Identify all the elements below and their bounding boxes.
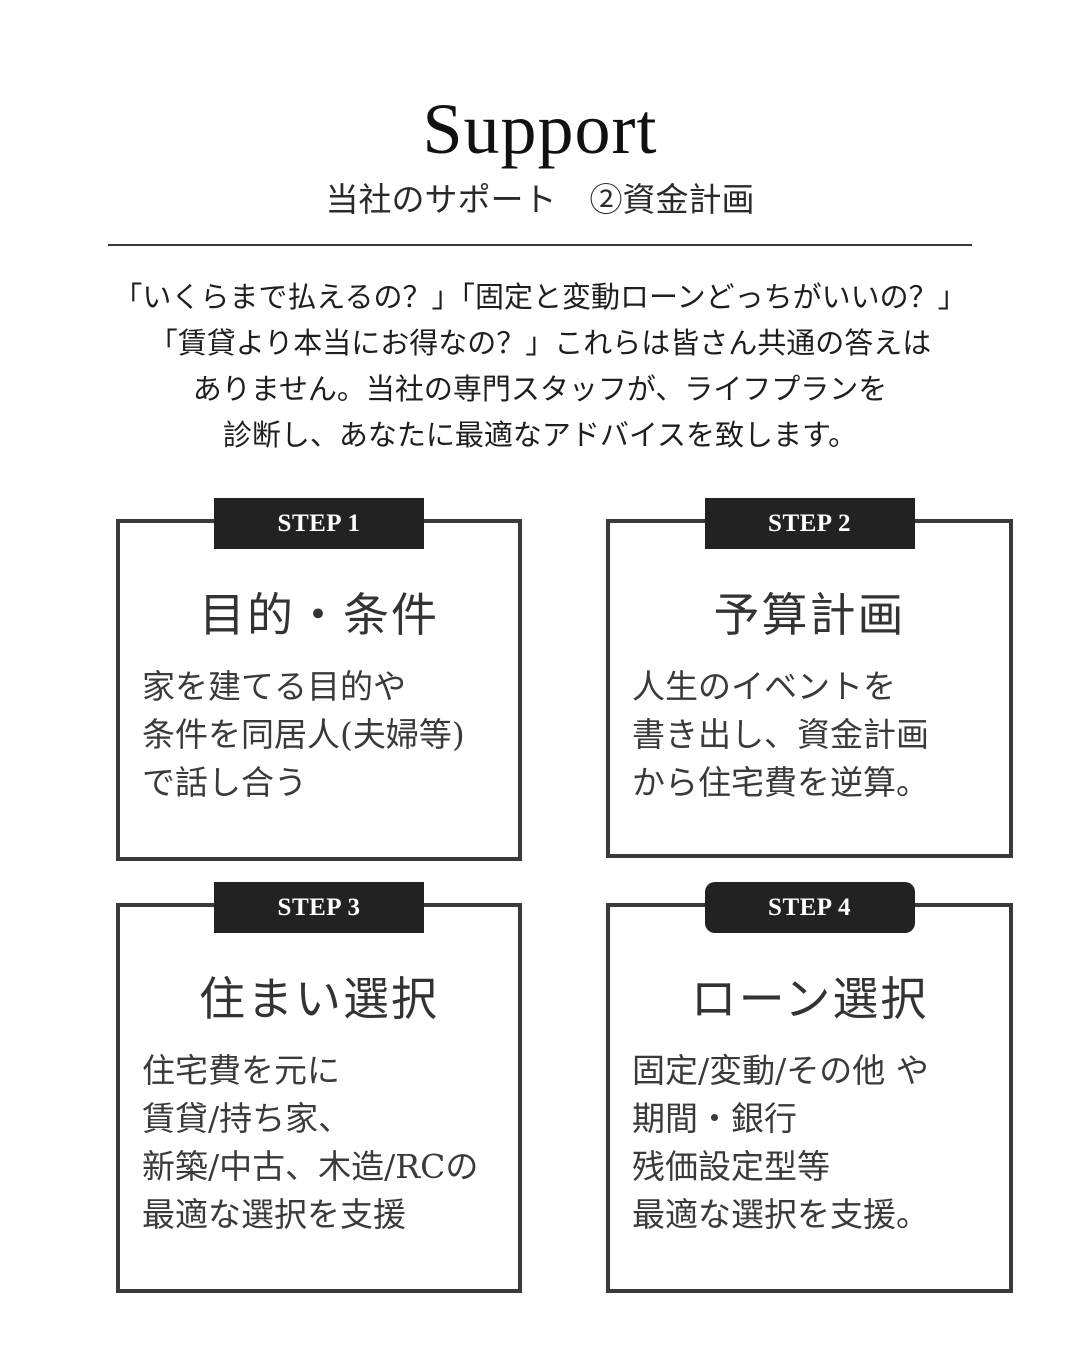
step-title-1: 目的・条件 xyxy=(199,588,439,642)
step-badge-2: STEP 2 xyxy=(704,498,915,549)
step-body-line: 期間・銀行 xyxy=(632,1099,797,1138)
step-body-line: 残価設定型等 xyxy=(632,1147,830,1186)
page-subtitle: 当社のサポート ②資金計画 xyxy=(325,180,755,219)
step-body-line: 条件を同居人(夫婦等) xyxy=(142,715,465,754)
intro-line: 診断し、あなたに最適なアドバイスを致します。 xyxy=(222,418,858,452)
step-title-3: 住まい選択 xyxy=(199,972,439,1026)
intro-line: 「いくらまで払えるの？」「固定と変動ローンどっちがいいの？」 xyxy=(113,280,967,314)
step-card-2: STEP 2 予算計画 人生のイベントを 書き出し、資金計画 から住宅費を逆算。 xyxy=(606,498,1013,858)
page-title: Support xyxy=(422,89,658,169)
step-body-1: 家を建てる目的や 条件を同居人(夫婦等) で話し合う xyxy=(142,663,508,807)
step-title-2: 予算計画 xyxy=(713,588,906,642)
step-card-3: STEP 3 住まい選択 住宅費を元に 賃貸/持ち家、 新築/中古、木造/RCの… xyxy=(116,882,522,1293)
step-body-line: 最適な選択を支援 xyxy=(142,1195,406,1234)
step-body-line: 新築/中古、木造/RCの xyxy=(142,1147,479,1186)
step-body-4: 固定/変動/その他 や 期間・銀行 残価設定型等 最適な選択を支援。 xyxy=(632,1047,999,1239)
intro-line: 「賃貸より本当にお得なの？」これらは皆さん共通の答えは xyxy=(148,326,932,360)
step-body-3: 住宅費を元に 賃貸/持ち家、 新築/中古、木造/RCの 最適な選択を支援 xyxy=(142,1047,508,1239)
step-title-4: ローン選択 xyxy=(690,972,929,1026)
step-card-1: STEP 1 目的・条件 家を建てる目的や 条件を同居人(夫婦等) で話し合う xyxy=(116,498,522,861)
intro-line: ありません。当社の専門スタッフが、ライフプランを xyxy=(192,372,888,406)
step-body-line: 固定/変動/その他 や xyxy=(632,1051,929,1090)
step-body-line: 住宅費を元に xyxy=(142,1051,340,1090)
step-card-4: STEP 4 ローン選択 固定/変動/その他 や 期間・銀行 残価設定型等 最適… xyxy=(606,882,1013,1293)
step-badge-3: STEP 3 xyxy=(214,882,424,933)
step-body-line: 人生のイベントを xyxy=(632,667,896,706)
step-body-2: 人生のイベントを 書き出し、資金計画 から住宅費を逆算。 xyxy=(632,663,999,807)
step-body-line: 書き出し、資金計画 xyxy=(632,715,929,754)
step-body-line: 家を建てる目的や xyxy=(142,667,406,706)
step-body-line: から住宅費を逆算。 xyxy=(632,763,929,802)
step-badge-1: STEP 1 xyxy=(214,498,424,549)
step-body-line: 賃貸/持ち家、 xyxy=(142,1099,352,1138)
intro-text: 「いくらまで払えるの？」「固定と変動ローンどっちがいいの？」 「賃貸より本当にお… xyxy=(60,274,1020,458)
step-badge-4: STEP 4 xyxy=(704,882,915,933)
step-body-line: で話し合う xyxy=(142,763,307,802)
divider xyxy=(108,244,972,246)
step-body-line: 最適な選択を支援。 xyxy=(632,1195,929,1234)
